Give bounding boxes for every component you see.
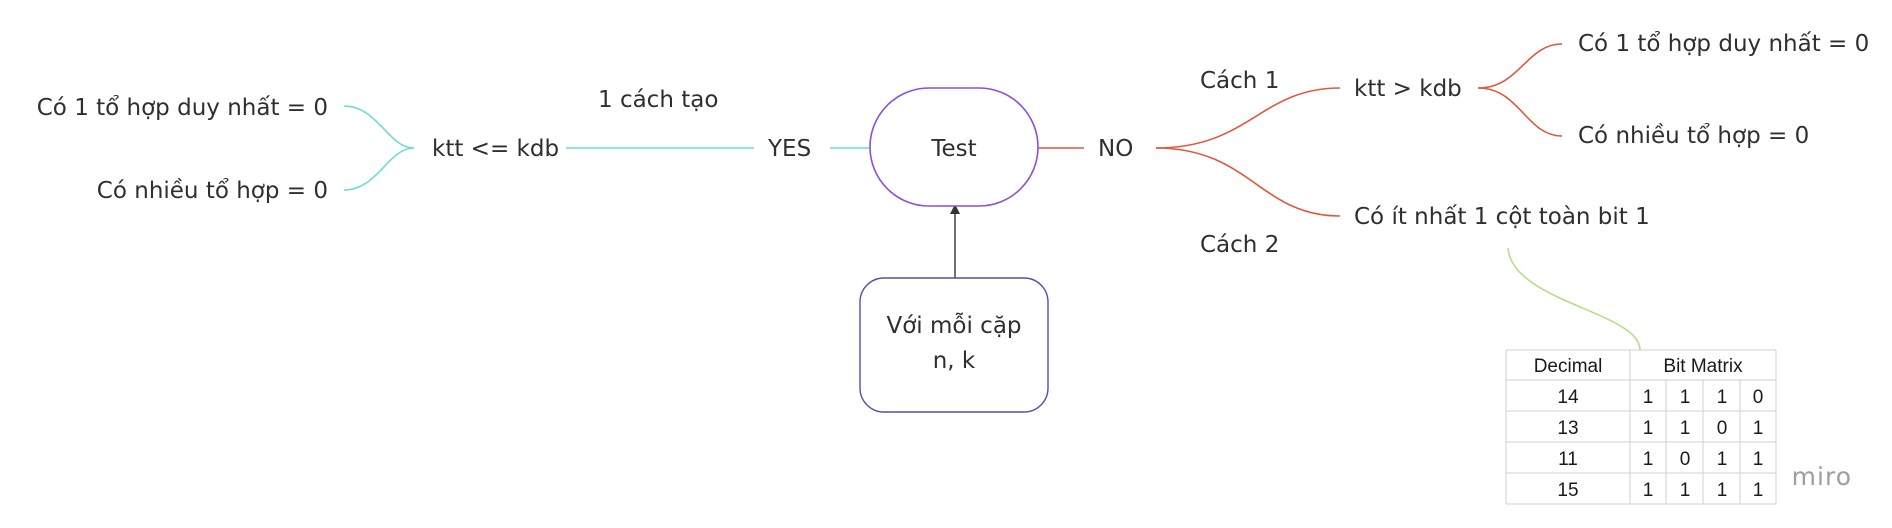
edge-outcome-unique-to-ktt-le <box>343 105 415 149</box>
table-header-decimal: Decimal <box>1534 356 1603 377</box>
table-cell-bit: 1 <box>1753 480 1764 501</box>
table-cell-bit: 1 <box>1717 387 1728 408</box>
table-cell-bit: 1 <box>1717 449 1728 470</box>
yes-node[interactable]: YES <box>767 136 811 162</box>
test-node-label: Test <box>930 136 976 162</box>
table-cell-bit: 1 <box>1680 480 1691 501</box>
cach1-label: Cách 1 <box>1200 68 1279 94</box>
table-header-bit-matrix: Bit Matrix <box>1663 356 1743 377</box>
table-row: 15 1 1 1 1 <box>1557 480 1763 501</box>
table-cell-bit: 1 <box>1680 387 1691 408</box>
yes-outcome-many: Có nhiều tổ hợp = 0 <box>97 178 328 204</box>
edge-ktt-gt-to-unique <box>1477 43 1563 89</box>
table-cell-bit: 1 <box>1680 418 1691 439</box>
table-cell-bit: 1 <box>1643 418 1654 439</box>
no-outcome-unique: Có 1 tổ hợp duy nhất = 0 <box>1578 31 1869 57</box>
edge-no-to-cach2 <box>1155 147 1341 217</box>
input-node-line-1: Với mỗi cặp <box>886 311 1021 339</box>
bit-matrix-table: Decimal Bit Matrix 14 1 1 1 0 13 1 1 0 1… <box>1505 349 1777 505</box>
input-node-line-2: n, k <box>933 348 976 374</box>
table-cell-decimal: 11 <box>1558 449 1578 470</box>
no-node[interactable]: NO <box>1098 136 1133 162</box>
edge-outcome-many-to-ktt-le <box>343 147 415 191</box>
table-cell-bit: 0 <box>1717 418 1728 439</box>
table-cell-decimal: 14 <box>1557 387 1579 408</box>
edge-no-to-cach1 <box>1155 87 1341 149</box>
table-cell-bit: 0 <box>1753 387 1764 408</box>
table-row: 14 1 1 1 0 <box>1557 387 1763 408</box>
yes-edge-label: 1 cách tạo <box>598 87 718 113</box>
ktt-gt-kdb-node[interactable]: ktt > kdb <box>1354 76 1462 102</box>
ktt-le-kdb-node[interactable]: ktt <= kdb <box>432 136 559 162</box>
table-row: 11 1 0 1 1 <box>1558 449 1763 470</box>
cach2-label: Cách 2 <box>1200 232 1279 258</box>
input-node[interactable]: Với mỗi cặp n, k <box>859 277 1049 413</box>
table-cell-bit: 1 <box>1753 449 1764 470</box>
cach2-condition-node[interactable]: Có ít nhất 1 cột toàn bit 1 <box>1354 204 1650 230</box>
test-node[interactable]: Test <box>869 87 1039 207</box>
table-cell-bit: 1 <box>1717 480 1728 501</box>
table-cell-bit: 1 <box>1753 418 1764 439</box>
table-cell-decimal: 15 <box>1557 480 1578 501</box>
edge-cach2-to-table <box>1507 247 1641 351</box>
no-connectors <box>1038 43 1563 217</box>
edge-ktt-gt-to-many <box>1477 87 1563 137</box>
table-cell-decimal: 13 <box>1557 418 1578 439</box>
miro-watermark: miro <box>1792 462 1852 491</box>
yes-connectors <box>343 105 870 191</box>
table-cell-bit: 1 <box>1643 449 1654 470</box>
table-cell-bit: 1 <box>1643 387 1654 408</box>
yes-outcome-unique: Có 1 tổ hợp duy nhất = 0 <box>37 95 328 121</box>
no-outcome-many: Có nhiều tổ hợp = 0 <box>1578 123 1809 149</box>
table-cell-bit: 1 <box>1643 480 1654 501</box>
table-cell-bit: 0 <box>1680 449 1691 470</box>
table-row: 13 1 1 0 1 <box>1557 418 1763 439</box>
